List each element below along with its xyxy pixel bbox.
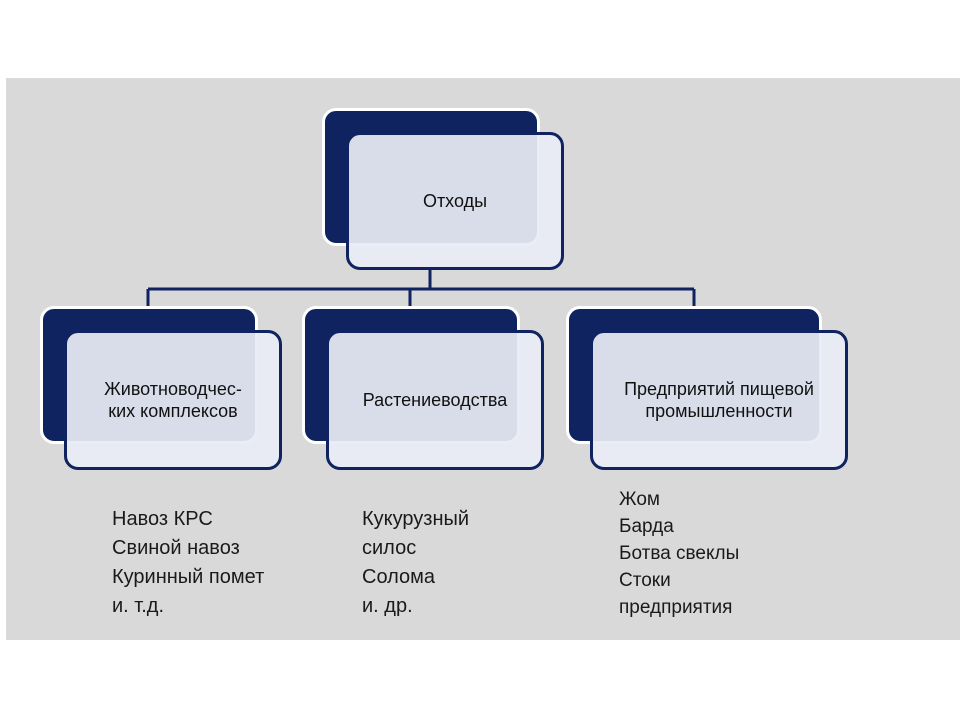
list-item: Ботва свеклы (619, 543, 740, 564)
list-item: Свиной навоз (112, 537, 240, 559)
child-label-livestock: Животноводчес- ких комплексов (104, 379, 242, 421)
list-item: Солома (362, 566, 436, 588)
child-node-crops: Растениеводства (302, 306, 546, 470)
list-item: Стоки (619, 570, 671, 591)
root-label: Отходы (422, 191, 488, 211)
root-node-card: Отходы (346, 132, 564, 270)
child-node-livestock-card: Животноводчес- ких комплексов (64, 330, 282, 470)
list-item: силос (362, 537, 417, 559)
list-item: Жом (619, 489, 660, 510)
child-node-livestock: Животноводчес- ких комплексов (40, 306, 284, 470)
child-label-food-industry: Предприятий пищевой промышленности (624, 379, 814, 421)
list-item: Куринный помет (112, 566, 265, 588)
list-item: Барда (619, 516, 674, 537)
child-node-food-industry: Предприятий пищевой промышленности (566, 306, 850, 470)
items-list-food-industry: Жом Барда Ботва свеклы Стоки предприятия (619, 486, 739, 621)
items-list-crops: Кукурузный силос Солома и. др. (362, 505, 469, 621)
child-label-crops: Растениеводства (362, 390, 508, 410)
list-item: предприятия (619, 597, 733, 618)
list-item: и. т.д. (112, 595, 165, 617)
list-item: Кукурузный (362, 508, 470, 530)
root-node: Отходы (322, 108, 567, 272)
list-item: Навоз КРС (112, 508, 213, 530)
child-node-food-industry-card: Предприятий пищевой промышленности (590, 330, 848, 470)
list-item: и. др. (362, 595, 413, 617)
child-node-crops-card: Растениеводства (326, 330, 544, 470)
items-list-livestock: Навоз КРС Свиной навоз Куринный помет и.… (112, 505, 264, 621)
